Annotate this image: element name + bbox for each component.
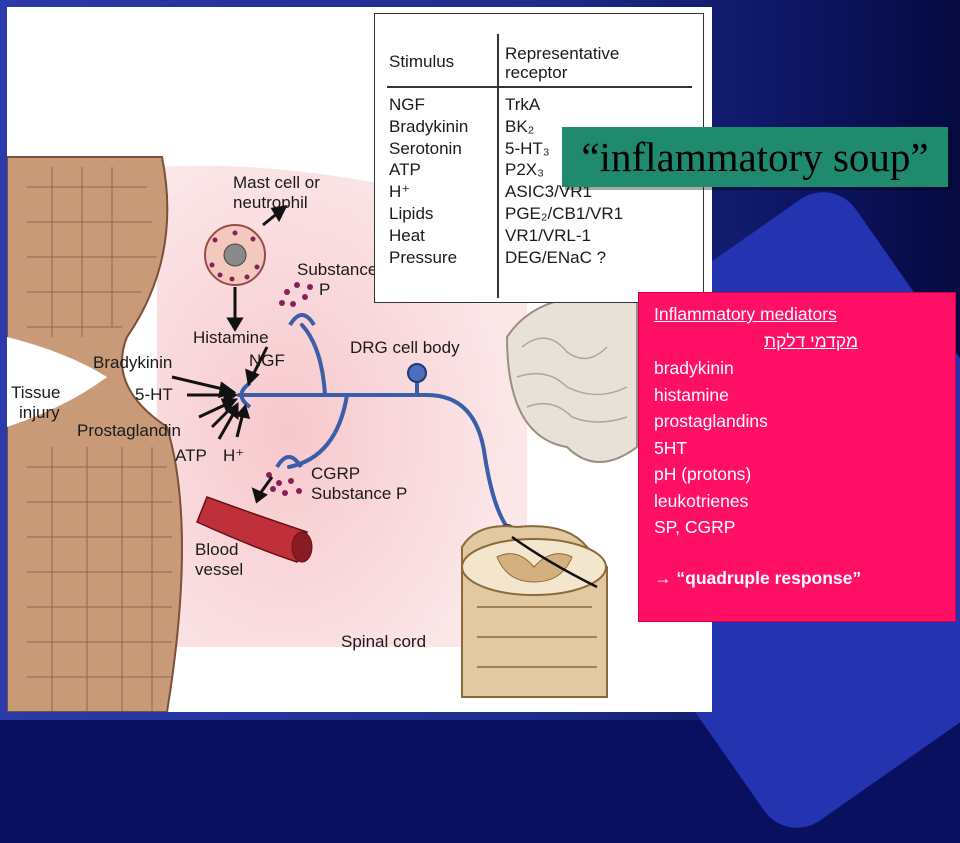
blood-vessel xyxy=(196,496,308,563)
table-header-stimulus: Stimulus xyxy=(389,52,455,71)
h-plus-label: H⁺ xyxy=(223,446,245,465)
mediator-item: SP, CGRP xyxy=(654,517,736,537)
drg-cell-body-label: DRG cell body xyxy=(350,338,460,357)
right-arrow-icon: → xyxy=(654,567,672,588)
table-horizontal-divider xyxy=(387,86,692,88)
stimulus-column: NGF Bradykinin Serotonin ATP H⁺ Lipids H… xyxy=(389,94,468,268)
five-ht-label: 5-HT xyxy=(135,385,173,404)
cgrp-label: CGRP xyxy=(311,464,361,483)
drg-cell-body xyxy=(407,363,427,383)
substance-p-label-2: P xyxy=(319,280,331,299)
atp-label: ATP xyxy=(175,446,207,465)
stimulus-cell: H⁺ xyxy=(389,182,411,202)
stimulus-cell: ATP xyxy=(389,160,421,180)
mediator-item: prostaglandins xyxy=(654,411,768,431)
substance-p-label-1: Substance xyxy=(297,260,378,279)
prostaglandin-label: Prostaglandin xyxy=(77,421,181,440)
receptor-cell: TrkA xyxy=(505,95,541,114)
mediator-item: histamine xyxy=(654,384,729,405)
table-header-receptor-2: receptor xyxy=(505,63,568,82)
free-nerve-ending xyxy=(239,381,252,409)
receptor-cell: BK₂ xyxy=(505,116,535,136)
upper-terminal xyxy=(288,313,316,327)
mediator-item: bradykinin xyxy=(654,358,734,378)
receptor-cell: PGE₂/CB1/VR1 xyxy=(505,203,624,223)
nociceptor-diagram: Mast cell or neutrophil Substance P Hist… xyxy=(7,7,712,712)
mediator-item: leukotrienes xyxy=(654,490,749,511)
stimulus-receptor-table: Stimulus Representative receptor NGF Bra… xyxy=(374,13,704,303)
mast-cell-label-2: neutrophil xyxy=(233,193,308,212)
ngf-label: NGF xyxy=(249,351,285,370)
receptor-cell: 5-HT₃ xyxy=(505,138,550,158)
mast-cell-label-1: Mast cell or xyxy=(233,173,320,192)
inflammatory-mediators-box: Inflammatory mediators מקדמי דלקת bradyk… xyxy=(638,292,956,622)
inflammatory-soup-banner: “inflammatory soup” xyxy=(562,127,948,187)
receptor-cell: P2X₃ xyxy=(505,160,545,180)
receptor-cell: DEG/ENaC ? xyxy=(505,247,607,267)
epithelium-tissue xyxy=(7,156,183,712)
stimulus-cell: Serotonin xyxy=(389,138,462,158)
table-header-receptor-1: Representative xyxy=(505,44,620,63)
receptor-cell: VR1/VRL-1 xyxy=(505,225,591,245)
mediators-title: Inflammatory mediators xyxy=(654,304,837,324)
mediator-item: 5HT xyxy=(654,437,688,458)
peripheral-axon xyxy=(237,393,509,529)
axon-branch-upper xyxy=(300,323,327,397)
spinal-cord-label: Spinal cord xyxy=(341,632,427,651)
quadruple-response-text: “quadruple response” xyxy=(676,567,862,588)
histamine-label: Histamine xyxy=(193,328,269,347)
tissue-injury-label-2: injury xyxy=(19,403,60,422)
lower-terminal xyxy=(275,455,303,469)
blood-vessel-label-1: Blood xyxy=(195,540,239,559)
quadruple-response-line: → “quadruple response” xyxy=(654,567,955,589)
stimulus-cell: NGF xyxy=(389,95,425,114)
stimulus-cell: Bradykinin xyxy=(389,116,469,136)
receptor-column: TrkA BK₂ 5-HT₃ P2X₃ ASIC3/VR1 PGE₂/CB1/V… xyxy=(505,94,623,268)
mediator-item: pH (protons) xyxy=(654,464,752,484)
bradykinin-label: Bradykinin xyxy=(93,353,173,372)
stimulus-cell: Pressure xyxy=(389,247,458,267)
stimulus-cell: Lipids xyxy=(389,203,434,223)
tissue-injury-label-1: Tissue xyxy=(11,383,61,402)
table-vertical-divider xyxy=(497,34,499,298)
substance-p-lower-label: Substance P xyxy=(311,484,408,503)
mediators-hebrew-title: מקדמי דלקת xyxy=(764,331,858,351)
blood-vessel-label-2: vessel xyxy=(195,560,244,579)
stimulus-cell: Heat xyxy=(389,225,425,245)
